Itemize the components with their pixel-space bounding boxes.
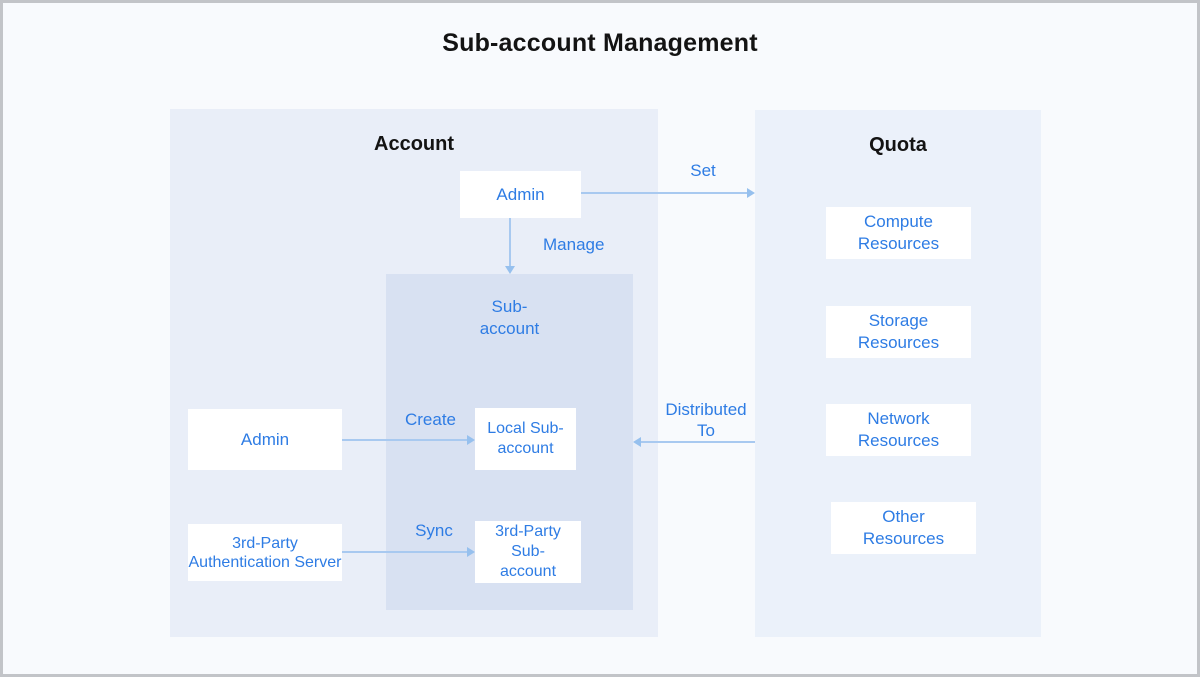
- subaccount-group: Sub-account Local Sub-account 3rd-Party …: [386, 274, 633, 610]
- node-third-party-subaccount: 3rd-Party Sub-account: [475, 521, 581, 583]
- arrow-set-head-icon: [747, 188, 755, 198]
- arrow-distributed-to-head-icon: [633, 437, 641, 447]
- node-admin-left-label: Admin: [240, 430, 290, 449]
- diagram-title: Sub-account Management: [442, 29, 758, 57]
- node-admin-top: Admin: [460, 171, 581, 218]
- arrow-manage-line: [509, 218, 511, 266]
- arrow-distributed-to-label: Distributed To: [665, 400, 747, 440]
- node-admin-left: Admin: [188, 409, 342, 470]
- node-other-resources: Other Resources: [831, 502, 976, 554]
- subaccount-group-label: Sub-account: [479, 297, 540, 338]
- arrow-sync-line: [342, 551, 467, 553]
- node-admin-top-label: Admin: [496, 185, 545, 204]
- arrow-distributed-to-line: [641, 441, 755, 443]
- node-network-resources: Network Resources: [826, 404, 971, 456]
- node-storage-resources: Storage Resources: [826, 306, 971, 358]
- quota-header: Quota: [869, 134, 927, 156]
- node-local-subaccount: Local Sub-account: [475, 408, 576, 470]
- arrow-set-line: [581, 192, 747, 194]
- arrow-manage-head-icon: [505, 266, 515, 274]
- arrow-create-head-icon: [467, 435, 475, 445]
- arrow-set-label: Set: [690, 161, 716, 180]
- arrow-create-label: Create: [404, 410, 457, 429]
- account-container: Account Admin Sub-account Local Sub-acco…: [170, 109, 658, 637]
- quota-container: Quota Compute Resources Storage Resource…: [755, 110, 1041, 637]
- node-compute-resources: Compute Resources: [826, 207, 971, 259]
- account-header: Account: [374, 133, 454, 155]
- arrow-create-line: [342, 439, 467, 441]
- node-third-party-auth-server: 3rd-Party Authentication Server: [188, 524, 342, 581]
- arrow-manage-label: Manage: [543, 235, 605, 254]
- arrow-sync-label: Sync: [415, 521, 453, 540]
- arrow-sync-head-icon: [467, 547, 475, 557]
